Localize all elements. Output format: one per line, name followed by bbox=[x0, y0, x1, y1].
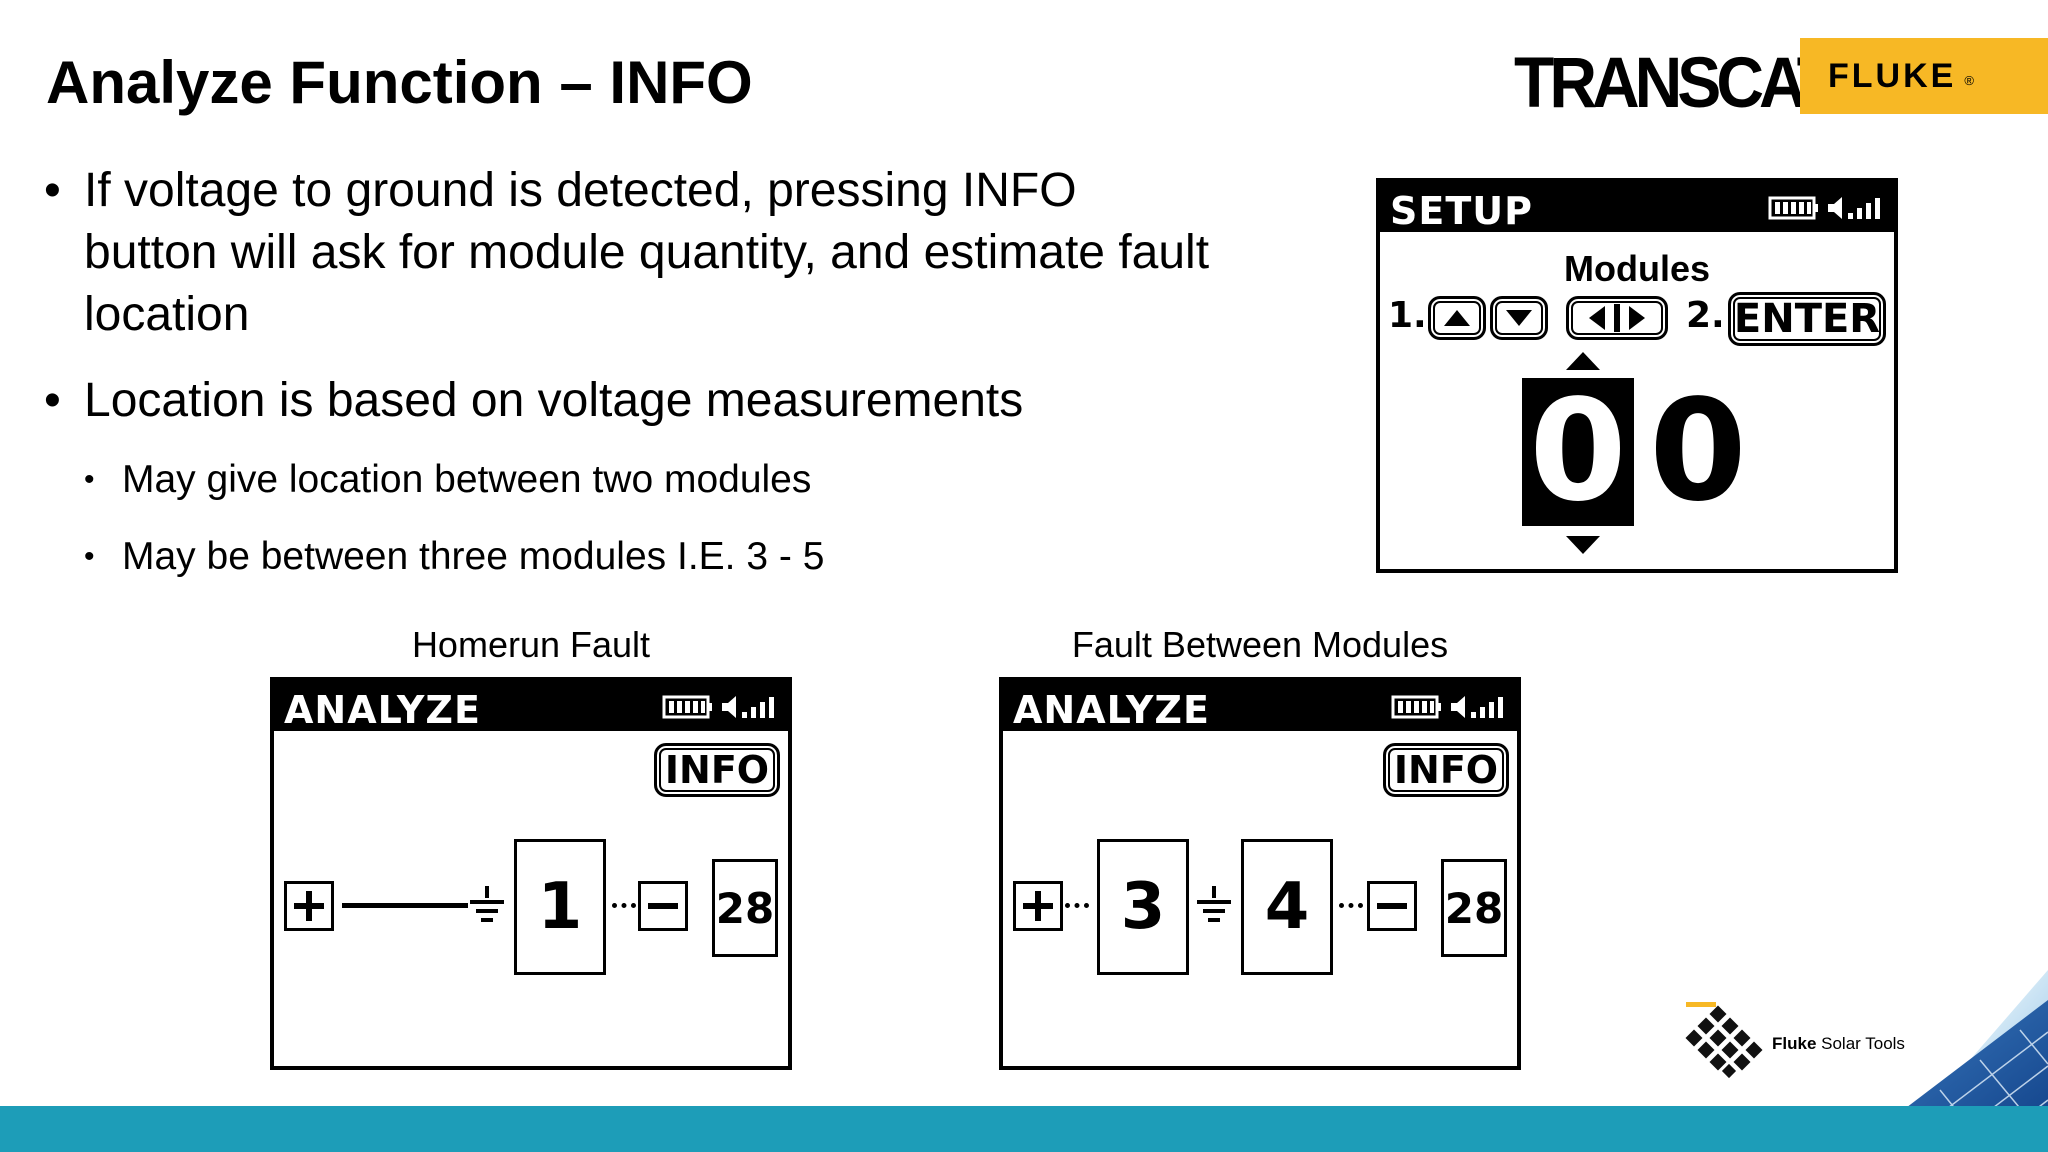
bullet-item: •If voltage to ground is detected, press… bbox=[44, 160, 1214, 346]
signal-icon bbox=[1828, 197, 1880, 219]
between-caption: Fault Between Modules bbox=[1071, 624, 1449, 665]
module-a-box: 3 bbox=[1097, 839, 1189, 975]
negative-terminal bbox=[638, 881, 688, 931]
signal-icon bbox=[722, 696, 774, 718]
triangle-up-icon bbox=[1444, 310, 1470, 326]
status-icons bbox=[1768, 195, 1882, 221]
module-count-box: 28 bbox=[712, 859, 778, 957]
solar-brand: Fluke bbox=[1772, 1034, 1817, 1053]
modules-heading: Modules bbox=[1563, 248, 1710, 289]
dotted-connector bbox=[1339, 903, 1363, 908]
positive-terminal bbox=[284, 881, 334, 931]
signal-icon bbox=[1451, 696, 1503, 718]
module-b-number: 4 bbox=[1264, 870, 1310, 944]
transcat-logo-text: TRANSCAT bbox=[1514, 42, 1837, 122]
sub-bullet-text: May give location between two modules bbox=[122, 458, 812, 501]
minus-icon bbox=[648, 903, 678, 909]
module-count: 28 bbox=[715, 883, 775, 933]
plus-icon bbox=[1023, 891, 1053, 921]
info-button-label: INFO bbox=[1393, 748, 1499, 792]
bullet-text: If voltage to ground is detected, pressi… bbox=[84, 164, 1210, 341]
module-count-box: 28 bbox=[1441, 859, 1507, 957]
between-screen: ANALYZE INFO 3 4 28 bbox=[999, 677, 1521, 1070]
between-screen-header: ANALYZE bbox=[1003, 681, 1517, 732]
fluke-logo-text: FLUKE bbox=[1828, 56, 1957, 95]
down-button[interactable] bbox=[1490, 296, 1548, 340]
solar-logo-text: Fluke Solar Tools bbox=[1772, 1034, 1905, 1054]
bullet-text: Location is based on voltage measurement… bbox=[84, 374, 1024, 427]
bullet-list: •If voltage to ground is detected, press… bbox=[44, 160, 1214, 581]
minus-icon bbox=[1377, 903, 1407, 909]
solar-logo-icon bbox=[1685, 1002, 1763, 1079]
setup-screen-header: SETUP bbox=[1380, 182, 1894, 233]
enter-button-label: ENTER bbox=[1733, 296, 1881, 342]
info-button[interactable]: INFO bbox=[1383, 743, 1509, 797]
battery-icon bbox=[1391, 695, 1441, 719]
bottom-accent-bar bbox=[0, 1106, 2048, 1152]
up-button[interactable] bbox=[1428, 296, 1486, 340]
transcat-logo: TRANSCAT® bbox=[1514, 41, 1846, 123]
homerun-screen: ANALYZE INFO 1 28 bbox=[270, 677, 792, 1070]
battery-icon bbox=[1768, 196, 1818, 220]
step-2-label: 2. bbox=[1686, 295, 1725, 336]
positive-terminal bbox=[1013, 881, 1063, 931]
ground-icon bbox=[470, 886, 504, 922]
fault-module-box: 1 bbox=[514, 839, 606, 975]
plus-icon bbox=[294, 891, 324, 921]
homerun-screen-header: ANALYZE bbox=[274, 681, 788, 732]
module-a-number: 3 bbox=[1120, 870, 1166, 944]
fluke-reg-mark: ® bbox=[1964, 72, 1974, 88]
sub-bullet-item: •May be between three modules I.E. 3 - 5 bbox=[84, 533, 1214, 581]
homerun-caption: Homerun Fault bbox=[411, 624, 651, 665]
left-right-button[interactable] bbox=[1566, 296, 1668, 340]
step-1-label: 1. bbox=[1388, 295, 1427, 336]
digit-up-arrow-icon bbox=[1566, 352, 1600, 370]
triangle-down-icon bbox=[1506, 310, 1532, 326]
fluke-solar-logo: Fluke Solar Tools bbox=[1682, 1000, 1932, 1082]
setup-screen-title: SETUP bbox=[1390, 189, 1533, 233]
sub-bullet-item: •May give location between two modules bbox=[84, 456, 1214, 504]
status-icons bbox=[662, 694, 776, 720]
homerun-screen-title: ANALYZE bbox=[284, 688, 481, 732]
digit-selected[interactable]: 0 bbox=[1522, 378, 1634, 526]
fluke-logo: FLUKE ® bbox=[1800, 38, 2048, 114]
ground-icon bbox=[1197, 886, 1231, 922]
enter-button[interactable]: ENTER bbox=[1728, 292, 1886, 346]
setup-screen: SETUP Modules 1. 2. ENTER 0 0 bbox=[1376, 178, 1898, 573]
between-screen-title: ANALYZE bbox=[1013, 688, 1210, 732]
dotted-connector bbox=[612, 903, 636, 908]
bullet-item: •Location is based on voltage measuremen… bbox=[44, 370, 1214, 432]
digit-second[interactable]: 0 bbox=[1649, 370, 1747, 533]
wire-line bbox=[342, 903, 468, 908]
digit-down-arrow-icon bbox=[1566, 536, 1600, 554]
info-button-label: INFO bbox=[664, 748, 770, 792]
status-icons bbox=[1391, 694, 1505, 720]
fault-module-number: 1 bbox=[537, 870, 583, 944]
info-button[interactable]: INFO bbox=[654, 743, 780, 797]
module-b-box: 4 bbox=[1241, 839, 1333, 975]
module-count: 28 bbox=[1444, 883, 1504, 933]
negative-terminal bbox=[1367, 881, 1417, 931]
sub-bullet-text: May be between three modules I.E. 3 - 5 bbox=[122, 535, 825, 578]
solar-suffix: Solar Tools bbox=[1821, 1034, 1905, 1053]
battery-icon bbox=[662, 695, 712, 719]
dotted-connector bbox=[1065, 903, 1089, 908]
left-right-arrows-icon bbox=[1589, 304, 1645, 332]
slide-title: Analyze Function – INFO bbox=[46, 49, 753, 116]
